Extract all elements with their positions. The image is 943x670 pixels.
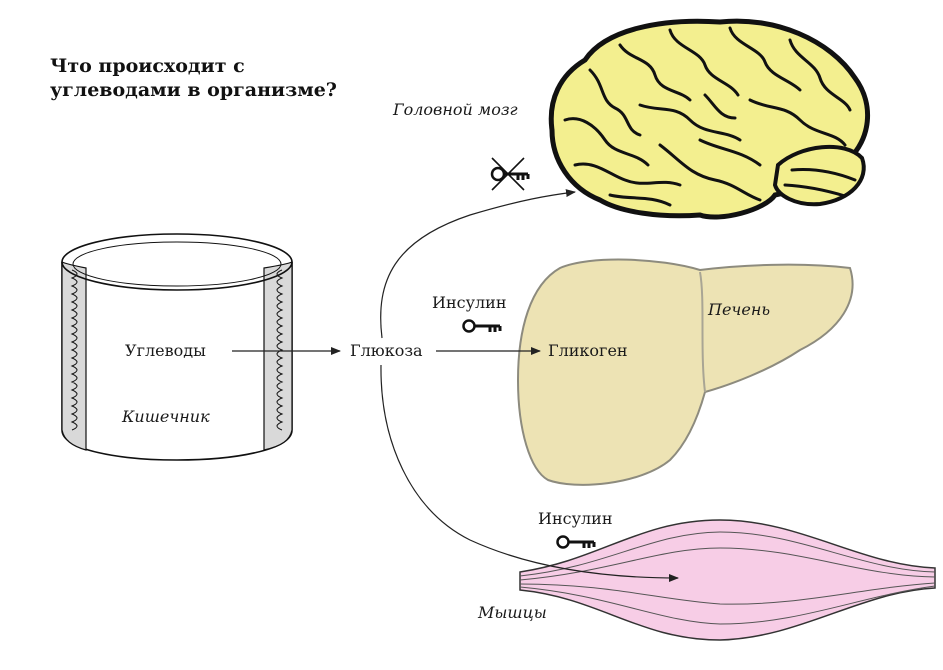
crossed-key-icon — [490, 157, 530, 191]
label-glucose: Глюкоза — [350, 341, 423, 360]
label-insulin-liver: Инсулин — [432, 293, 507, 312]
intestine-illustration — [61, 233, 293, 461]
title-line-2: углеводами в организме? — [50, 79, 337, 101]
label-glycogen: Гликоген — [548, 341, 628, 360]
arrows — [232, 189, 679, 582]
label-intestine: Кишечник — [122, 407, 210, 426]
key-icon — [462, 319, 502, 333]
label-brain: Головной мозг — [393, 100, 518, 119]
key-icon — [556, 535, 596, 549]
label-muscles: Мышцы — [478, 603, 547, 622]
label-liver: Печень — [708, 300, 771, 319]
title-line-1: Что происходит с — [50, 55, 245, 77]
label-carbs: Углеводы — [125, 341, 206, 360]
liver-illustration — [516, 258, 854, 486]
arrow-glucose-to-brain — [380, 189, 576, 339]
brain-illustration — [548, 18, 871, 220]
muscle-illustration — [519, 519, 936, 641]
label-insulin-muscle: Инсулин — [538, 509, 613, 528]
arrow-glucose-to-muscle — [380, 364, 679, 582]
page-title: Что происходит с углеводами в организме? — [50, 54, 380, 102]
